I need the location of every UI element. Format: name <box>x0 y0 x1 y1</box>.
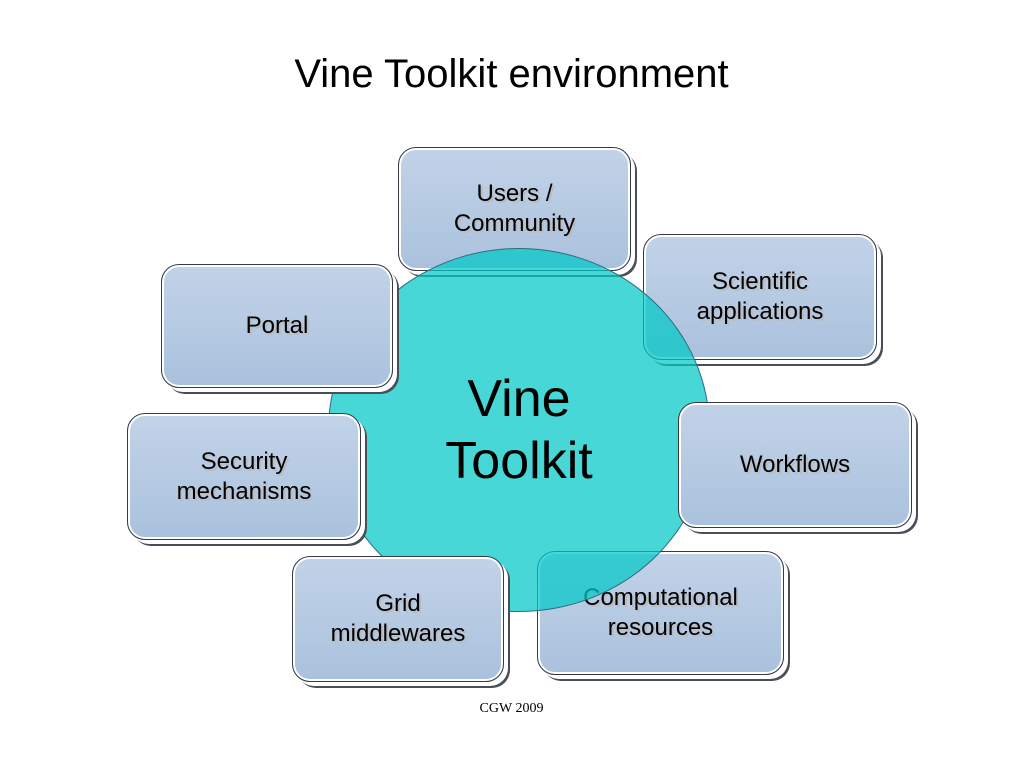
users-community-line1: Users / <box>476 180 553 207</box>
security-mechanisms-line1: Security <box>200 447 288 475</box>
circle-label-line2: Toolkit <box>445 432 593 490</box>
grid-middlewares-line2: middlewares <box>330 620 466 647</box>
computational-resources-box: Computational resources <box>537 551 784 675</box>
scientific-applications-line2: applications <box>696 298 824 325</box>
grid-middlewares-box: Grid middlewares <box>292 556 504 682</box>
slide-title: Vine Toolkit environment <box>294 52 729 96</box>
portal-label: Portal <box>245 312 309 339</box>
security-mechanisms-box: Security mechanisms <box>127 413 361 540</box>
users-community-line2: Community <box>453 210 576 237</box>
grid-middlewares-line1: Grid <box>375 590 421 617</box>
security-mechanisms-line2: mechanisms <box>176 477 312 505</box>
scientific-applications-line1: Scientific <box>711 268 809 295</box>
workflows-label: Workflows <box>739 451 851 478</box>
workflows-box: Workflows <box>678 402 912 528</box>
circle-label-line1: Vine <box>467 369 571 428</box>
portal-box: Portal <box>161 264 393 388</box>
footer-text: CGW 2009 <box>479 701 544 716</box>
computational-resources-line2: resources <box>607 614 714 641</box>
